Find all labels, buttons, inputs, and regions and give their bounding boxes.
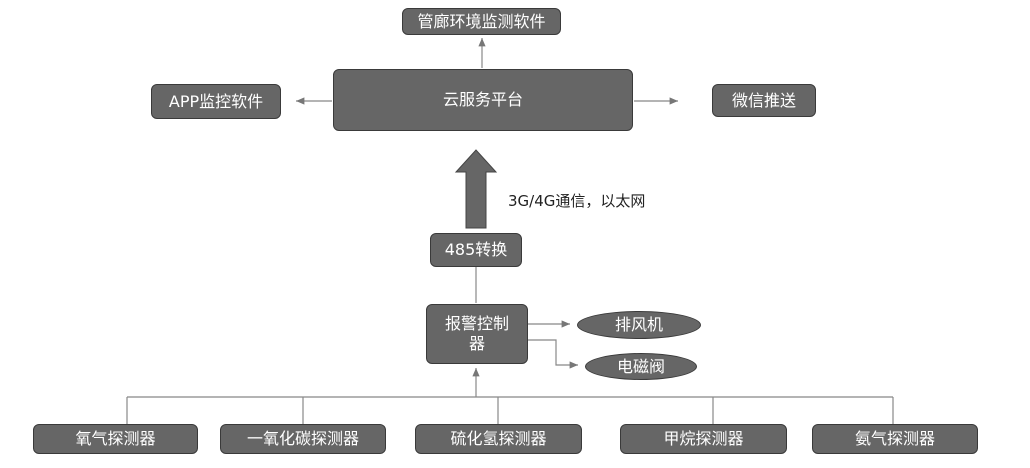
co-detector-box: 一氧化碳探测器 [220, 424, 386, 454]
converter-485-box: 485转换 [430, 233, 522, 267]
methane-detector-box: 甲烷探测器 [620, 424, 787, 454]
oxygen-detector-box: 氧气探测器 [33, 424, 198, 454]
arrow-controller-to-valve [528, 339, 578, 369]
cloud-platform-box: 云服务平台 [333, 69, 633, 131]
comm-label: 3G/4G通信，以太网 [508, 192, 646, 210]
app-software-box: APP监控软件 [151, 84, 281, 119]
solenoid-valve-oval: 电磁阀 [585, 353, 697, 380]
h2s-detector-box: 硫化氢探测器 [415, 424, 582, 454]
alarm-controller-box: 报警控制器 [426, 304, 528, 364]
ammonia-detector-box: 氨气探测器 [812, 424, 978, 454]
monitoring-software-box: 管廊环境监测软件 [402, 8, 561, 35]
wechat-push-box: 微信推送 [712, 84, 816, 117]
exhaust-fan-oval: 排风机 [577, 311, 701, 339]
comm-arrow [454, 149, 498, 229]
